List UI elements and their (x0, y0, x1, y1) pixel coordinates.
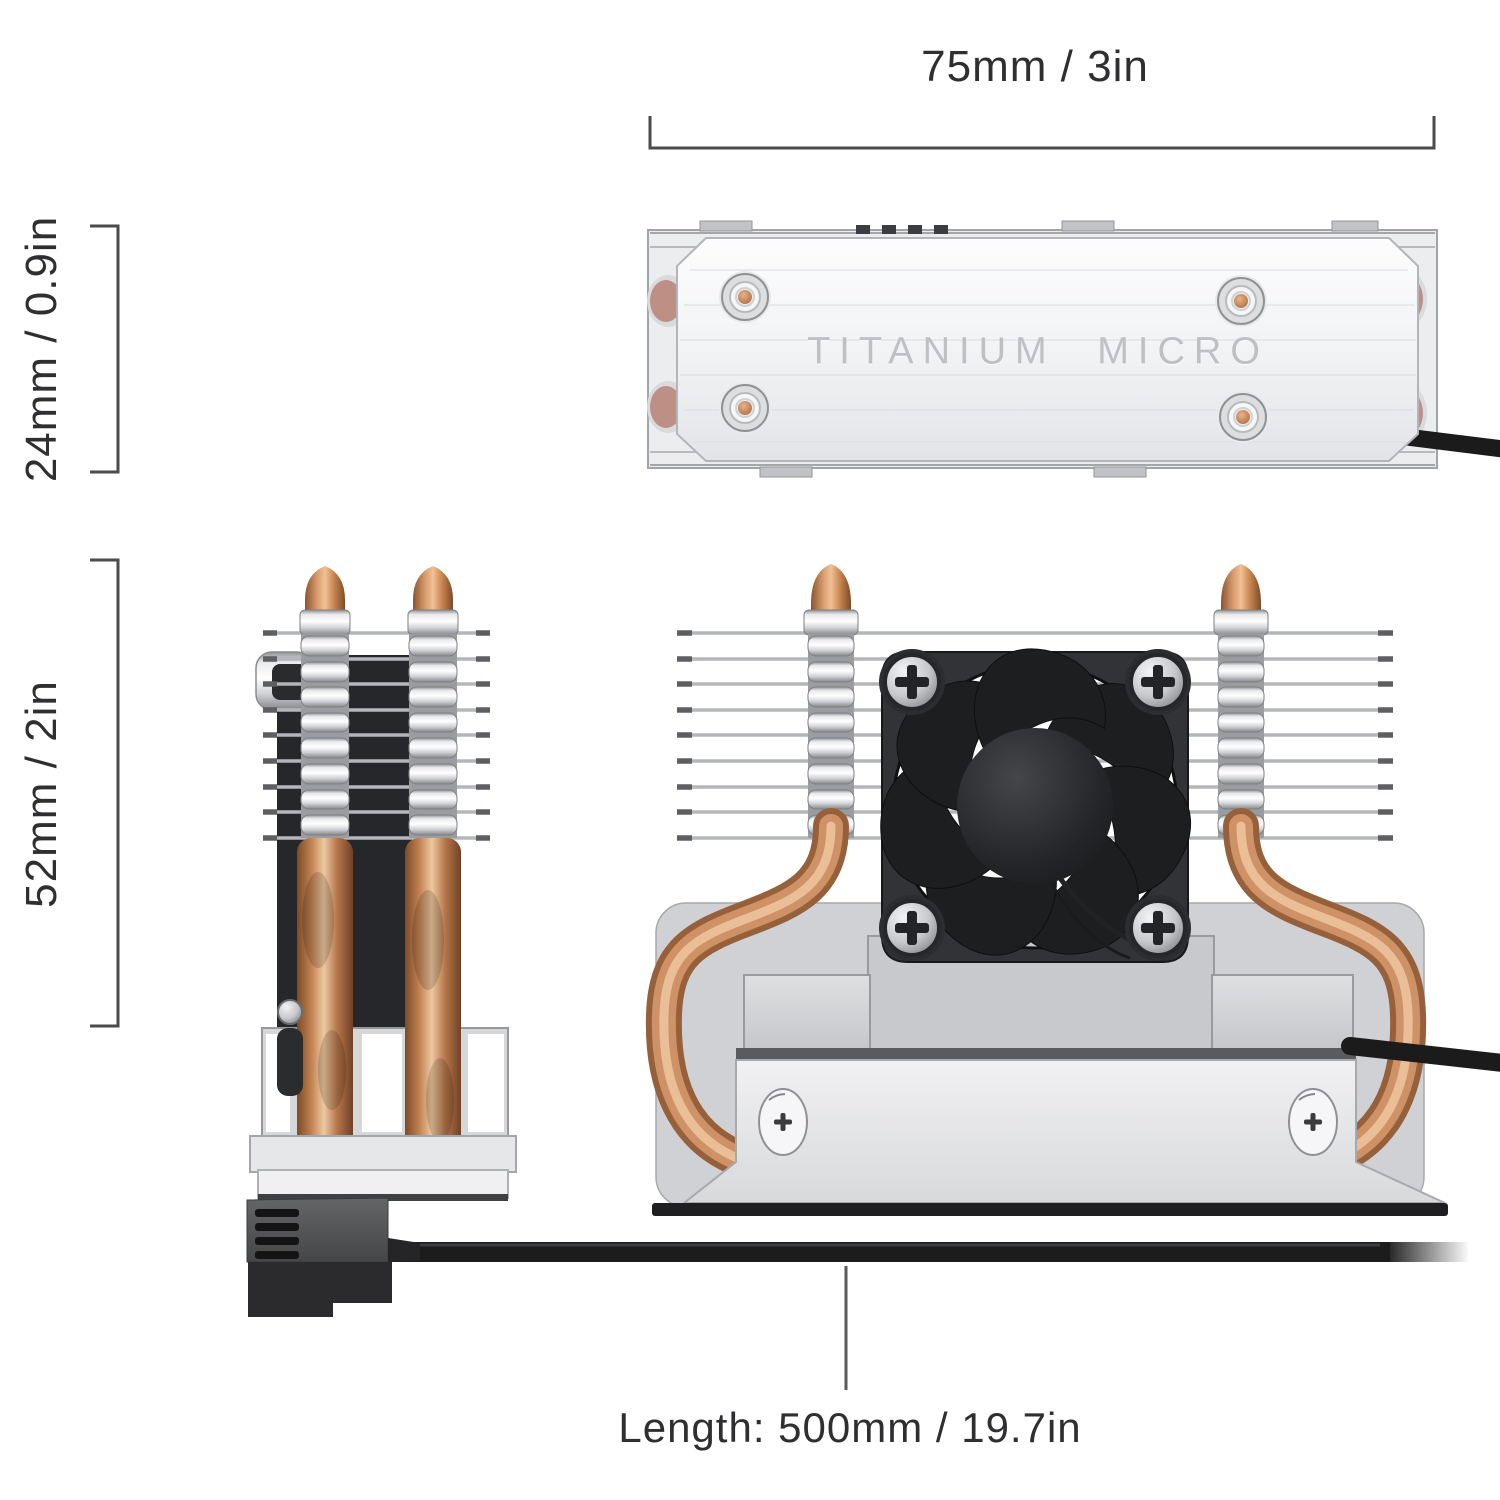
fan-hub (957, 728, 1113, 884)
brand-engraving: TITANIUM MICRO (807, 330, 1269, 373)
heatpipe-side-left (297, 566, 353, 1148)
fan-blades (880, 648, 1191, 956)
dimension-bracket-height-top (90, 224, 120, 474)
plate-screws (719, 271, 1269, 443)
top-view-drawing (647, 220, 1500, 478)
fan-connector (246, 1197, 420, 1317)
heatpipe-side-right (405, 566, 461, 1168)
fan-screws (879, 649, 1191, 961)
heatpipe-front-right (1213, 564, 1427, 1190)
height-top-dimension-label: 24mm / 0.9in (17, 215, 66, 483)
base-screw-right (1288, 1088, 1338, 1156)
cable-front-view (1341, 1037, 1500, 1072)
height-side-dimension-label: 52mm / 2in (17, 680, 66, 908)
dimension-bracket-width (648, 116, 1436, 150)
width-dimension-label: 75mm / 3in (921, 42, 1149, 91)
cable-length-label: Length: 500mm / 19.7in (618, 1404, 1082, 1451)
heatpipe-front-left (645, 564, 859, 1190)
base-screw-left (758, 1088, 808, 1156)
cable-drawing (246, 1197, 1468, 1317)
front-view-drawing (645, 564, 1500, 1216)
dimension-bracket-height-side (90, 558, 120, 1028)
fan (879, 648, 1191, 963)
side-view-drawing (249, 566, 517, 1201)
